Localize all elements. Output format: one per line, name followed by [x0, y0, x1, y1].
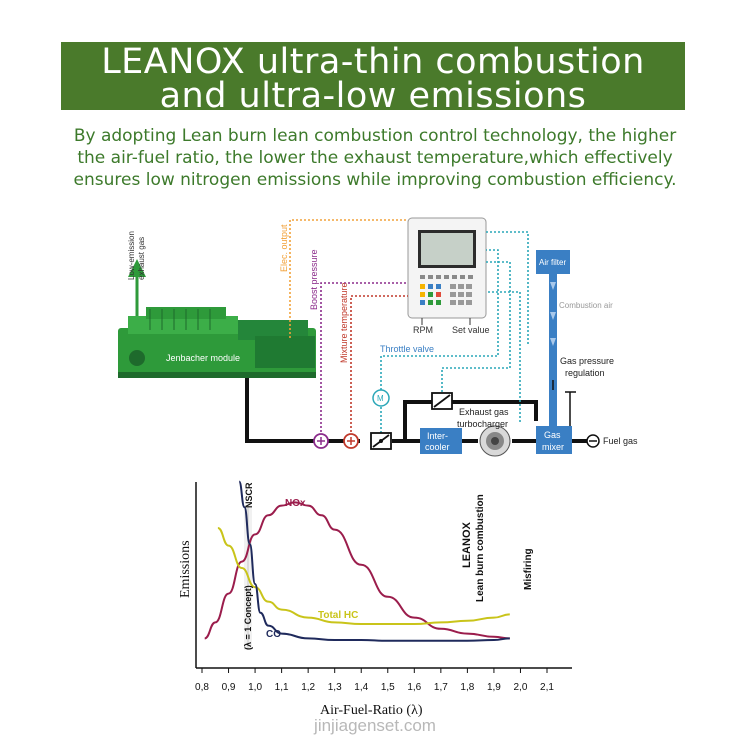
boost-pressure-label: Boost pressure	[309, 249, 319, 310]
combustion-air-label: Combustion air	[559, 301, 613, 310]
process-diagram: Low-emission exhaust gas Jenbacher modul…	[118, 217, 638, 457]
title-banner: LEANOX ultra-thin combustion and ultra-l…	[61, 42, 685, 114]
signal-throttle	[380, 249, 499, 433]
air-filter-label: Air filter	[539, 258, 566, 267]
x-axis-label: Air-Fuel-Ratio (λ)	[320, 703, 423, 718]
series-label-nox: NOx	[285, 498, 306, 509]
turbocharger-label-2: turbocharger	[457, 419, 508, 429]
lambda-concept-label: (λ = 1 Concept)	[243, 585, 253, 650]
x-tick-label: 2,0	[514, 682, 528, 693]
series-label-co: CO	[266, 629, 281, 640]
mixture-temperature-sensor-icon	[343, 433, 359, 449]
intercooler-label-2: cooler	[425, 442, 450, 452]
boost-pressure-sensor-icon	[313, 433, 329, 449]
bypass-valve-icon	[431, 392, 453, 410]
engine-label: Jenbacher module	[166, 353, 240, 363]
fuel-gas-label: Fuel gas	[603, 436, 638, 446]
turbocharger-icon	[479, 425, 511, 457]
turbocharger-label-1: Exhaust gas	[459, 407, 509, 417]
intro-line-1: By adopting Lean burn lean combustion co…	[73, 126, 677, 146]
series-line-total-hc	[217, 527, 510, 625]
combustion-air-arrows	[550, 282, 556, 346]
series-label-total-hc: Total HC	[318, 610, 358, 621]
motor-symbol: M	[377, 394, 384, 403]
throttle-valve-icon	[370, 432, 392, 450]
x-tick-label: 1,0	[248, 682, 262, 693]
y-axis-label: Emissions	[178, 540, 193, 598]
intro-paragraph: By adopting Lean burn lean combustion co…	[20, 125, 730, 191]
x-tick-label: 1,1	[275, 682, 289, 693]
engine-controller-icon	[407, 217, 487, 319]
chart-axes	[195, 482, 572, 669]
signal-mixture-temperature	[350, 295, 408, 432]
gas-mixer-label-2: mixer	[542, 442, 564, 452]
banner-title-line-2: and ultra-low emissions	[159, 76, 587, 116]
x-tick-label: 1,8	[460, 682, 474, 693]
intercooler-label-1: Inter-	[427, 431, 448, 441]
signal-elec-output	[289, 219, 408, 338]
signal-gas-mixer	[486, 231, 529, 422]
leanox-label-2: Lean burn combustion	[475, 494, 486, 602]
signal-turbo-bypass	[441, 261, 511, 392]
misfiring-label: Misfiring	[523, 548, 534, 590]
x-tick-label: 1,3	[328, 682, 342, 693]
x-tick-label: 1,5	[381, 682, 395, 693]
exhaust-label-1: Low-emission	[127, 231, 136, 280]
mixture-temperature-label: Mixture temperature	[339, 282, 349, 363]
gas-pressure-label-1: Gas pressure	[560, 356, 614, 366]
watermark: jinjiagenset.com	[314, 716, 436, 735]
x-tick-label: 0,9	[222, 682, 236, 693]
gas-mixer-label-1: Gas	[544, 430, 561, 440]
signal-boost-pressure	[320, 282, 408, 432]
series-line-nox	[204, 501, 510, 640]
exhaust-label-2: exhaust gas	[137, 237, 146, 280]
gas-pressure-label-2: regulation	[565, 368, 605, 378]
chart-series-layer	[204, 480, 510, 642]
controller-rpm-label: RPM	[413, 325, 433, 335]
x-tick-label: 2,1	[540, 682, 554, 693]
nscr-label: NSCR	[244, 482, 254, 508]
x-tick-label: 1,7	[434, 682, 448, 693]
banner-title-line-1: LEANOX ultra-thin combustion	[101, 42, 645, 82]
gas-mixer-block	[536, 426, 572, 454]
fuel-gas-valve-icon	[586, 434, 600, 448]
throttle-motor-icon	[372, 389, 390, 407]
intro-line-2: the air-fuel ratio, the lower the exhaus…	[77, 148, 673, 168]
elec-output-label: Elec. output	[279, 224, 289, 272]
intercooler-block	[420, 428, 462, 454]
intro-line-3: ensures low nitrogen emissions while imp…	[73, 170, 677, 190]
jenbacher-engine-icon	[118, 307, 316, 378]
leanox-label-1: LEANOX	[461, 522, 473, 569]
x-tick-label: 1,2	[301, 682, 315, 693]
throttle-valve-label: Throttle valve	[380, 344, 434, 354]
x-tick-label: 1,9	[487, 682, 501, 693]
x-tick-label: 1,6	[407, 682, 421, 693]
x-tick-label: 1,4	[354, 682, 368, 693]
air-filter-block	[536, 250, 570, 426]
x-tick-label: 0,8	[195, 682, 209, 693]
controller-set-value-label: Set value	[452, 325, 490, 335]
series-line-co	[238, 480, 510, 642]
chart-tick-layer: 0,8 0,9 1,0 1,1 1,2 1,3 1,4 1,5 1,6 1,7 1,8 1,9 2,0 2…	[195, 668, 554, 693]
